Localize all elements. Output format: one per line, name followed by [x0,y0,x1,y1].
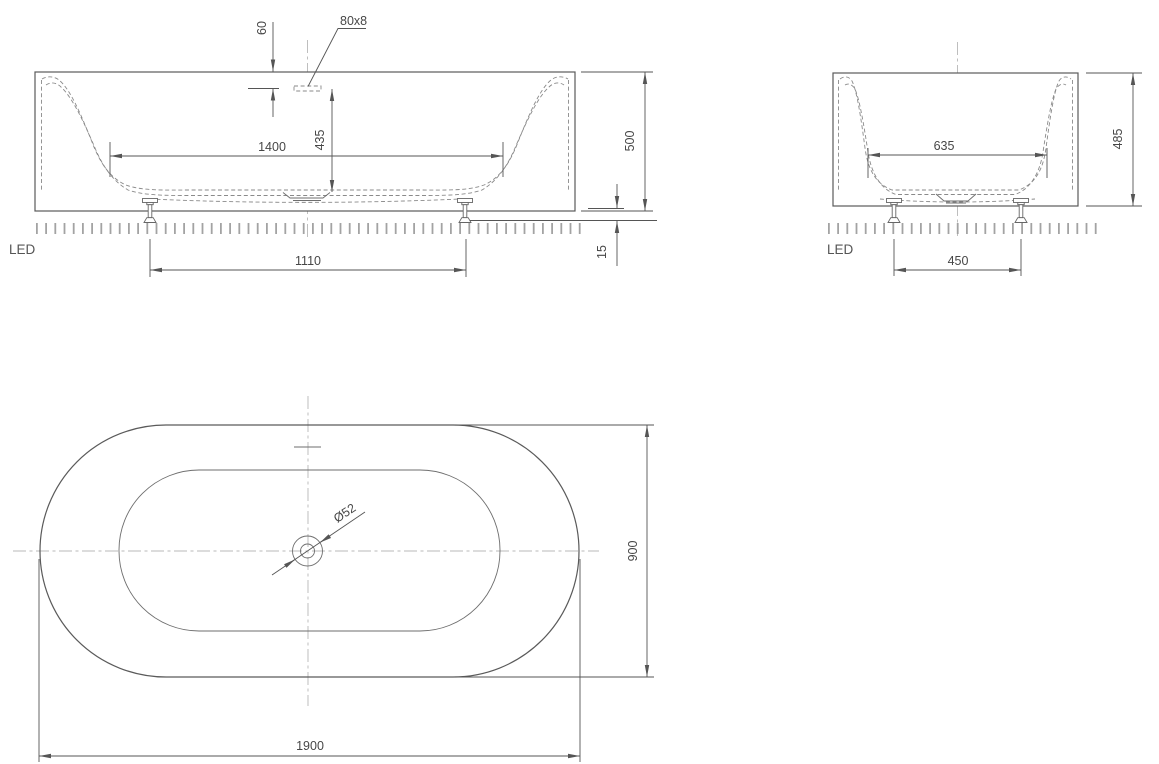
front-tub-body-outline [34,71,576,212]
front-dim-inner-depth: 435 [313,89,335,192]
side-drain-recess [935,193,977,204]
side-tub-body-outline [832,72,1079,207]
front-led-label: LED [9,242,36,257]
front-dim-foot-height: 15 [470,184,657,266]
side-dim-overall-height: 485 [1086,72,1142,207]
plan-dim-overall-length: 1900 [38,559,581,762]
side-elevation-view: LED 635 485 450 [827,42,1142,276]
front-elevation-view: LED 60 80x8 435 1400 [9,14,657,277]
front-dim-overall-height-label: 500 [623,131,637,152]
side-dim-overall-height-label: 485 [1111,129,1125,150]
plan-drain [292,535,323,567]
front-dim-inner-depth-label: 435 [313,130,327,151]
side-dim-foot-spacing: 450 [893,239,1022,276]
side-dim-foot-spacing-label: 450 [948,254,969,268]
plan-dim-overall-length-label: 1900 [296,739,324,753]
front-dim-inner-length: 1400 [109,140,504,177]
plan-dim-overall-width-label: 900 [626,541,640,562]
front-dim-inner-length-label: 1400 [258,140,286,154]
side-led-label: LED [827,242,854,257]
side-right-foot [1013,198,1029,223]
plan-dim-overall-width: 900 [455,424,654,678]
plan-outer-rim [39,424,580,678]
front-dim-foot-spacing: 1110 [149,239,467,277]
side-dim-inner-width: 635 [867,139,1048,178]
side-left-foot [886,198,902,223]
front-drain-recess [282,192,331,201]
side-dim-inner-width-label: 635 [934,139,955,153]
front-overflow-slot [293,85,322,92]
front-overflow-size-label: 80x8 [340,14,367,28]
front-dim-foot-spacing-label: 1110 [295,254,321,268]
plan-dim-drain-diameter: Ø52 [271,501,366,576]
plan-view: Ø52 900 1900 [13,396,654,762]
plan-dim-drain-diameter-label: Ø52 [331,501,358,526]
front-dim-overall-height: 500 [581,71,653,212]
front-dim-overflow-offset-label: 60 [255,21,269,35]
front-overflow-callout: 80x8 [307,14,367,87]
front-interior-hidden-lines [41,76,569,203]
front-dim-foot-height-label: 15 [595,245,609,259]
side-interior-hidden-lines [838,76,1073,203]
plan-inner-basin [118,469,501,632]
front-dim-overflow-offset: 60 [248,21,279,117]
